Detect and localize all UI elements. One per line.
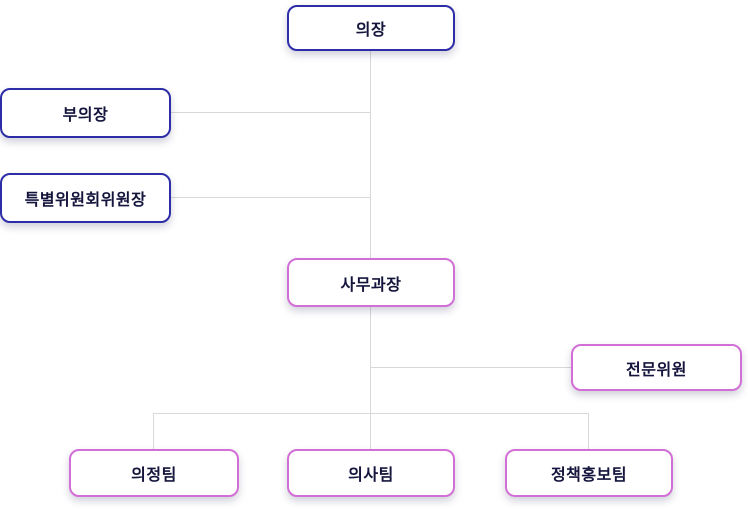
- org-node-expert-member-label: 전문위원: [626, 361, 687, 379]
- org-node-chairman: 의장: [287, 5, 455, 51]
- connector-vice-chairman: [171, 112, 370, 113]
- org-node-council-affairs-team-label: 의정팀: [131, 467, 177, 484]
- org-node-proceedings-team: 의사팀: [287, 449, 455, 497]
- connector-team1-drop: [153, 413, 154, 449]
- connector-special-committee: [171, 197, 370, 198]
- org-node-expert-member: 전문위원: [571, 344, 742, 391]
- org-node-office-manager: 사무과장: [287, 258, 455, 307]
- org-node-office-manager-label: 사무과장: [340, 276, 402, 294]
- connector-chairman-to-office: [370, 51, 371, 258]
- org-node-chairman-label: 의장: [355, 22, 387, 39]
- connector-expert-member: [371, 367, 571, 368]
- org-node-special-committee-chair-label: 특별위원회위원장: [24, 192, 147, 209]
- org-node-policy-pr-team-label: 정책홍보팀: [550, 467, 628, 484]
- connector-team3-drop: [588, 413, 589, 449]
- connector-teams-horizontal: [153, 413, 589, 414]
- org-node-policy-pr-team: 정책홍보팀: [505, 449, 673, 497]
- org-node-proceedings-team-label: 의사팀: [348, 467, 394, 484]
- org-node-council-affairs-team: 의정팀: [69, 449, 239, 497]
- org-node-vice-chairman-label: 부의장: [62, 107, 109, 124]
- org-node-special-committee-chair: 특별위원회위원장: [0, 173, 171, 223]
- org-node-vice-chairman: 부의장: [0, 88, 171, 138]
- connector-office-to-teams: [370, 307, 371, 449]
